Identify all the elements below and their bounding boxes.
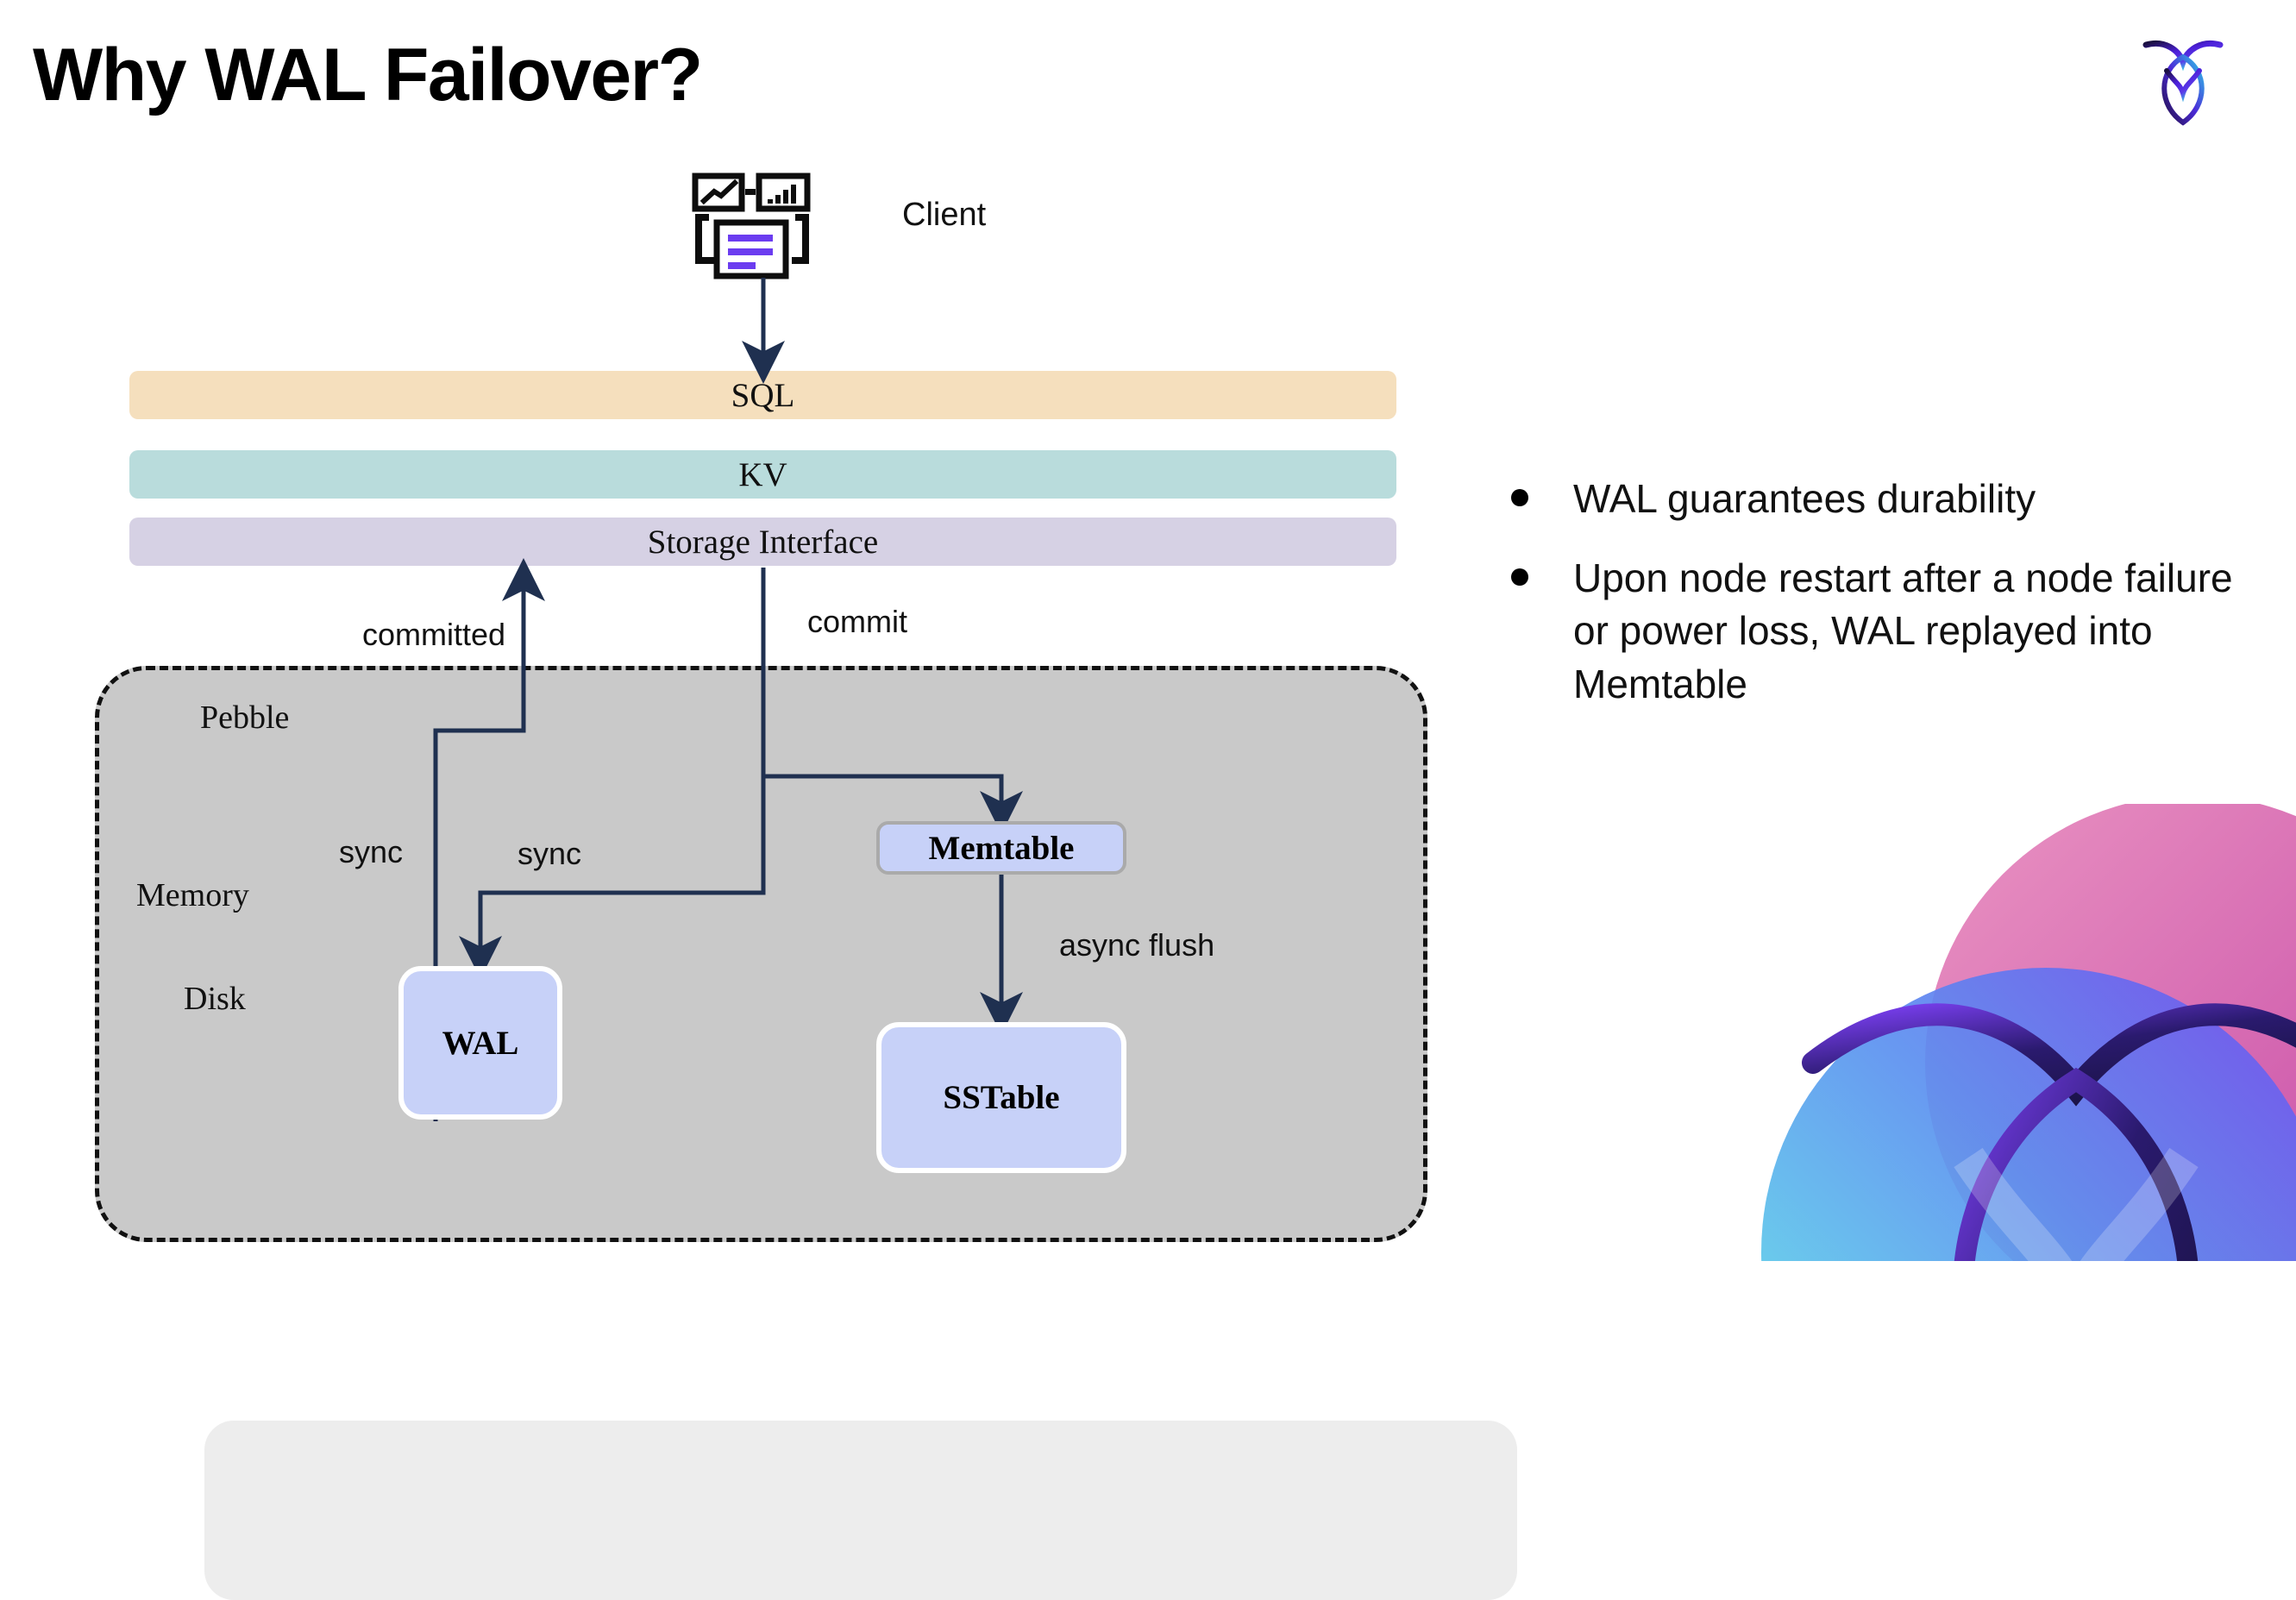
edge-label-sync-left: sync: [339, 834, 404, 869]
layer-bar-sql: SQL: [129, 371, 1396, 419]
edge-label-sync-right: sync: [518, 836, 582, 871]
memory-label: Memory: [136, 877, 249, 913]
layer-bar-kv-label: KV: [738, 455, 787, 493]
list-item: WAL guarantees durability: [1511, 473, 2253, 526]
client-analytics-icon: [692, 173, 811, 279]
bullet-text: Upon node restart after a node failure o…: [1573, 555, 2233, 706]
bullet-list: WAL guarantees durability Upon node rest…: [1511, 473, 2253, 737]
node-sstable: SSTable: [876, 1022, 1126, 1173]
list-item: Upon node restart after a node failure o…: [1511, 552, 2253, 712]
layer-bar-sql-label: SQL: [731, 376, 795, 414]
client-label: Client: [902, 197, 987, 233]
layer-bar-storage-interface-label: Storage Interface: [647, 523, 879, 561]
node-wal-label: WAL: [442, 1024, 519, 1062]
edge-label-async-flush: async flush: [1059, 927, 1215, 963]
pebble-container: [95, 666, 1517, 1600]
layer-bar-storage-interface: Storage Interface: [129, 518, 1396, 566]
cockroachdb-logo: [2142, 41, 2224, 126]
memory-region: [204, 1421, 1517, 1600]
node-memtable-label: Memtable: [928, 829, 1075, 867]
node-sstable-label: SSTable: [943, 1079, 1060, 1116]
page-title: Why WAL Failover?: [33, 34, 703, 116]
node-wal: WAL: [398, 966, 562, 1120]
disk-label: Disk: [184, 981, 246, 1017]
edge-label-commit: commit: [807, 604, 907, 639]
layer-bar-kv: KV: [129, 450, 1396, 499]
bullet-dot-icon: [1511, 568, 1528, 586]
bullet-text: WAL guarantees durability: [1573, 476, 2036, 521]
bullet-dot-icon: [1511, 489, 1528, 506]
pebble-label: Pebble: [200, 700, 290, 736]
node-memtable: Memtable: [876, 821, 1126, 875]
edge-label-committed: committed: [362, 617, 506, 652]
decorative-logo-motif: [1761, 804, 2296, 1261]
